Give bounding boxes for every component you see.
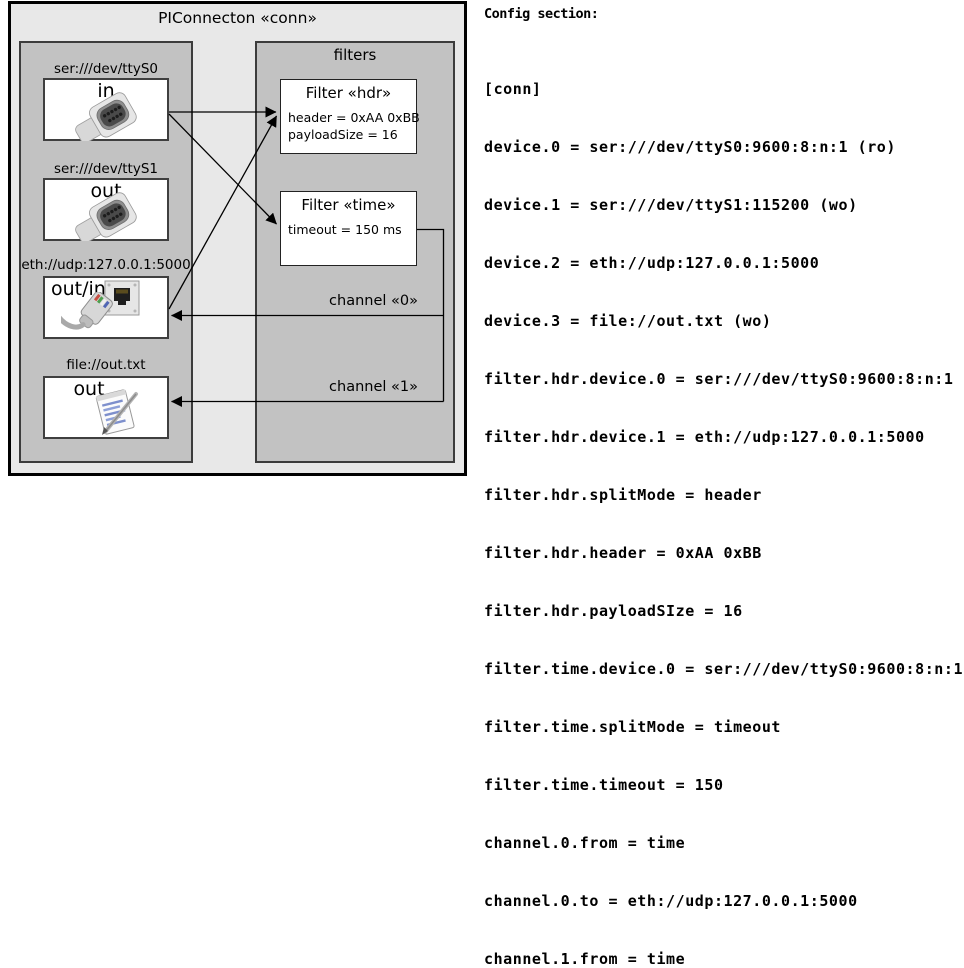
config-text-block: [conn] device.0 = ser:///dev/ttyS0:9600:… xyxy=(484,41,963,968)
piconnecton-container: PIConnecton «conn» ser:///dev/ttyS0 in xyxy=(8,1,467,476)
config-line: filter.hdr.header = 0xAA 0xBB xyxy=(484,543,762,562)
screenshot-root: PIConnecton «conn» ser:///dev/ttyS0 in xyxy=(8,1,963,968)
config-line: filter.time.splitMode = timeout xyxy=(484,718,782,737)
device-label-file: file://out.txt xyxy=(66,357,146,373)
device-box-ttys0-in: in xyxy=(43,78,169,141)
device-label-ttys0: ser:///dev/ttyS0 xyxy=(54,61,158,77)
filters-panel: filters Filter «hdr» header = 0xAA 0xBB … xyxy=(255,41,455,463)
filter-time-title: Filter «time» xyxy=(301,196,396,214)
config-line: device.2 = eth://udp:127.0.0.1:5000 xyxy=(484,253,820,272)
config-line: channel.0.from = time xyxy=(484,834,686,853)
config-line: device.0 = ser:///dev/ttyS0:9600:8:n:1 (… xyxy=(484,137,896,156)
device-box-ttys1-out: out xyxy=(43,178,169,241)
ethernet-plug-icon xyxy=(61,292,113,330)
serial-connector-icon xyxy=(75,92,137,141)
config-line: channel.0.to = eth://udp:127.0.0.1:5000 xyxy=(484,892,858,911)
port-label: out/in xyxy=(51,278,106,300)
config-line: filter.hdr.payloadSIze = 16 xyxy=(484,601,743,620)
device-box-file-out: out xyxy=(43,376,169,439)
filter-box-hdr: Filter «hdr» header = 0xAA 0xBB payloadS… xyxy=(280,79,420,154)
config-section-heading: Config section: xyxy=(484,6,599,22)
config-line: device.1 = ser:///dev/ttyS1:115200 (wo) xyxy=(484,195,858,214)
config-line: filter.time.device.0 = ser:///dev/ttyS0:… xyxy=(484,660,964,678)
channel-0-label: channel «0» xyxy=(329,293,418,309)
device-label-eth: eth://udp:127.0.0.1:5000 xyxy=(21,257,191,273)
config-line: filter.hdr.splitMode = header xyxy=(484,485,762,504)
filter-hdr-properties: header = 0xAA 0xBB payloadSize = 16 xyxy=(288,109,420,143)
diagram-title: PIConnecton «conn» xyxy=(158,9,317,27)
port-label: out xyxy=(73,378,105,400)
filter-box-time: Filter «time» timeout = 150 ms xyxy=(280,191,417,266)
device-label-ttys1: ser:///dev/ttyS1 xyxy=(54,161,158,177)
config-line: filter.hdr.device.0 = ser:///dev/ttyS0:9… xyxy=(484,369,954,388)
config-line: channel.1.from = time xyxy=(484,950,686,968)
ethernet-socket-icon xyxy=(104,280,140,316)
config-line: [conn] xyxy=(484,79,542,98)
filter-hdr-title: Filter «hdr» xyxy=(305,84,392,102)
devices-panel: ser:///dev/ttyS0 in ser:///dev/ttyS1 o xyxy=(19,41,193,463)
device-box-eth-outin: out/in xyxy=(43,276,169,339)
serial-connector-icon xyxy=(75,192,137,241)
filters-panel-title: filters xyxy=(333,46,377,64)
notepad-icon xyxy=(95,389,138,435)
filter-property: payloadSize = 16 xyxy=(288,127,398,142)
config-line: device.3 = file://out.txt (wo) xyxy=(484,311,772,330)
filter-property: timeout = 150 ms xyxy=(288,222,402,237)
config-line: filter.time.timeout = 150 xyxy=(484,776,724,795)
config-line: filter.hdr.device.1 = eth://udp:127.0.0.… xyxy=(484,427,925,446)
filter-time-properties: timeout = 150 ms xyxy=(288,221,402,238)
filter-property: header = 0xAA 0xBB xyxy=(288,110,420,125)
channel-1-label: channel «1» xyxy=(329,379,418,395)
